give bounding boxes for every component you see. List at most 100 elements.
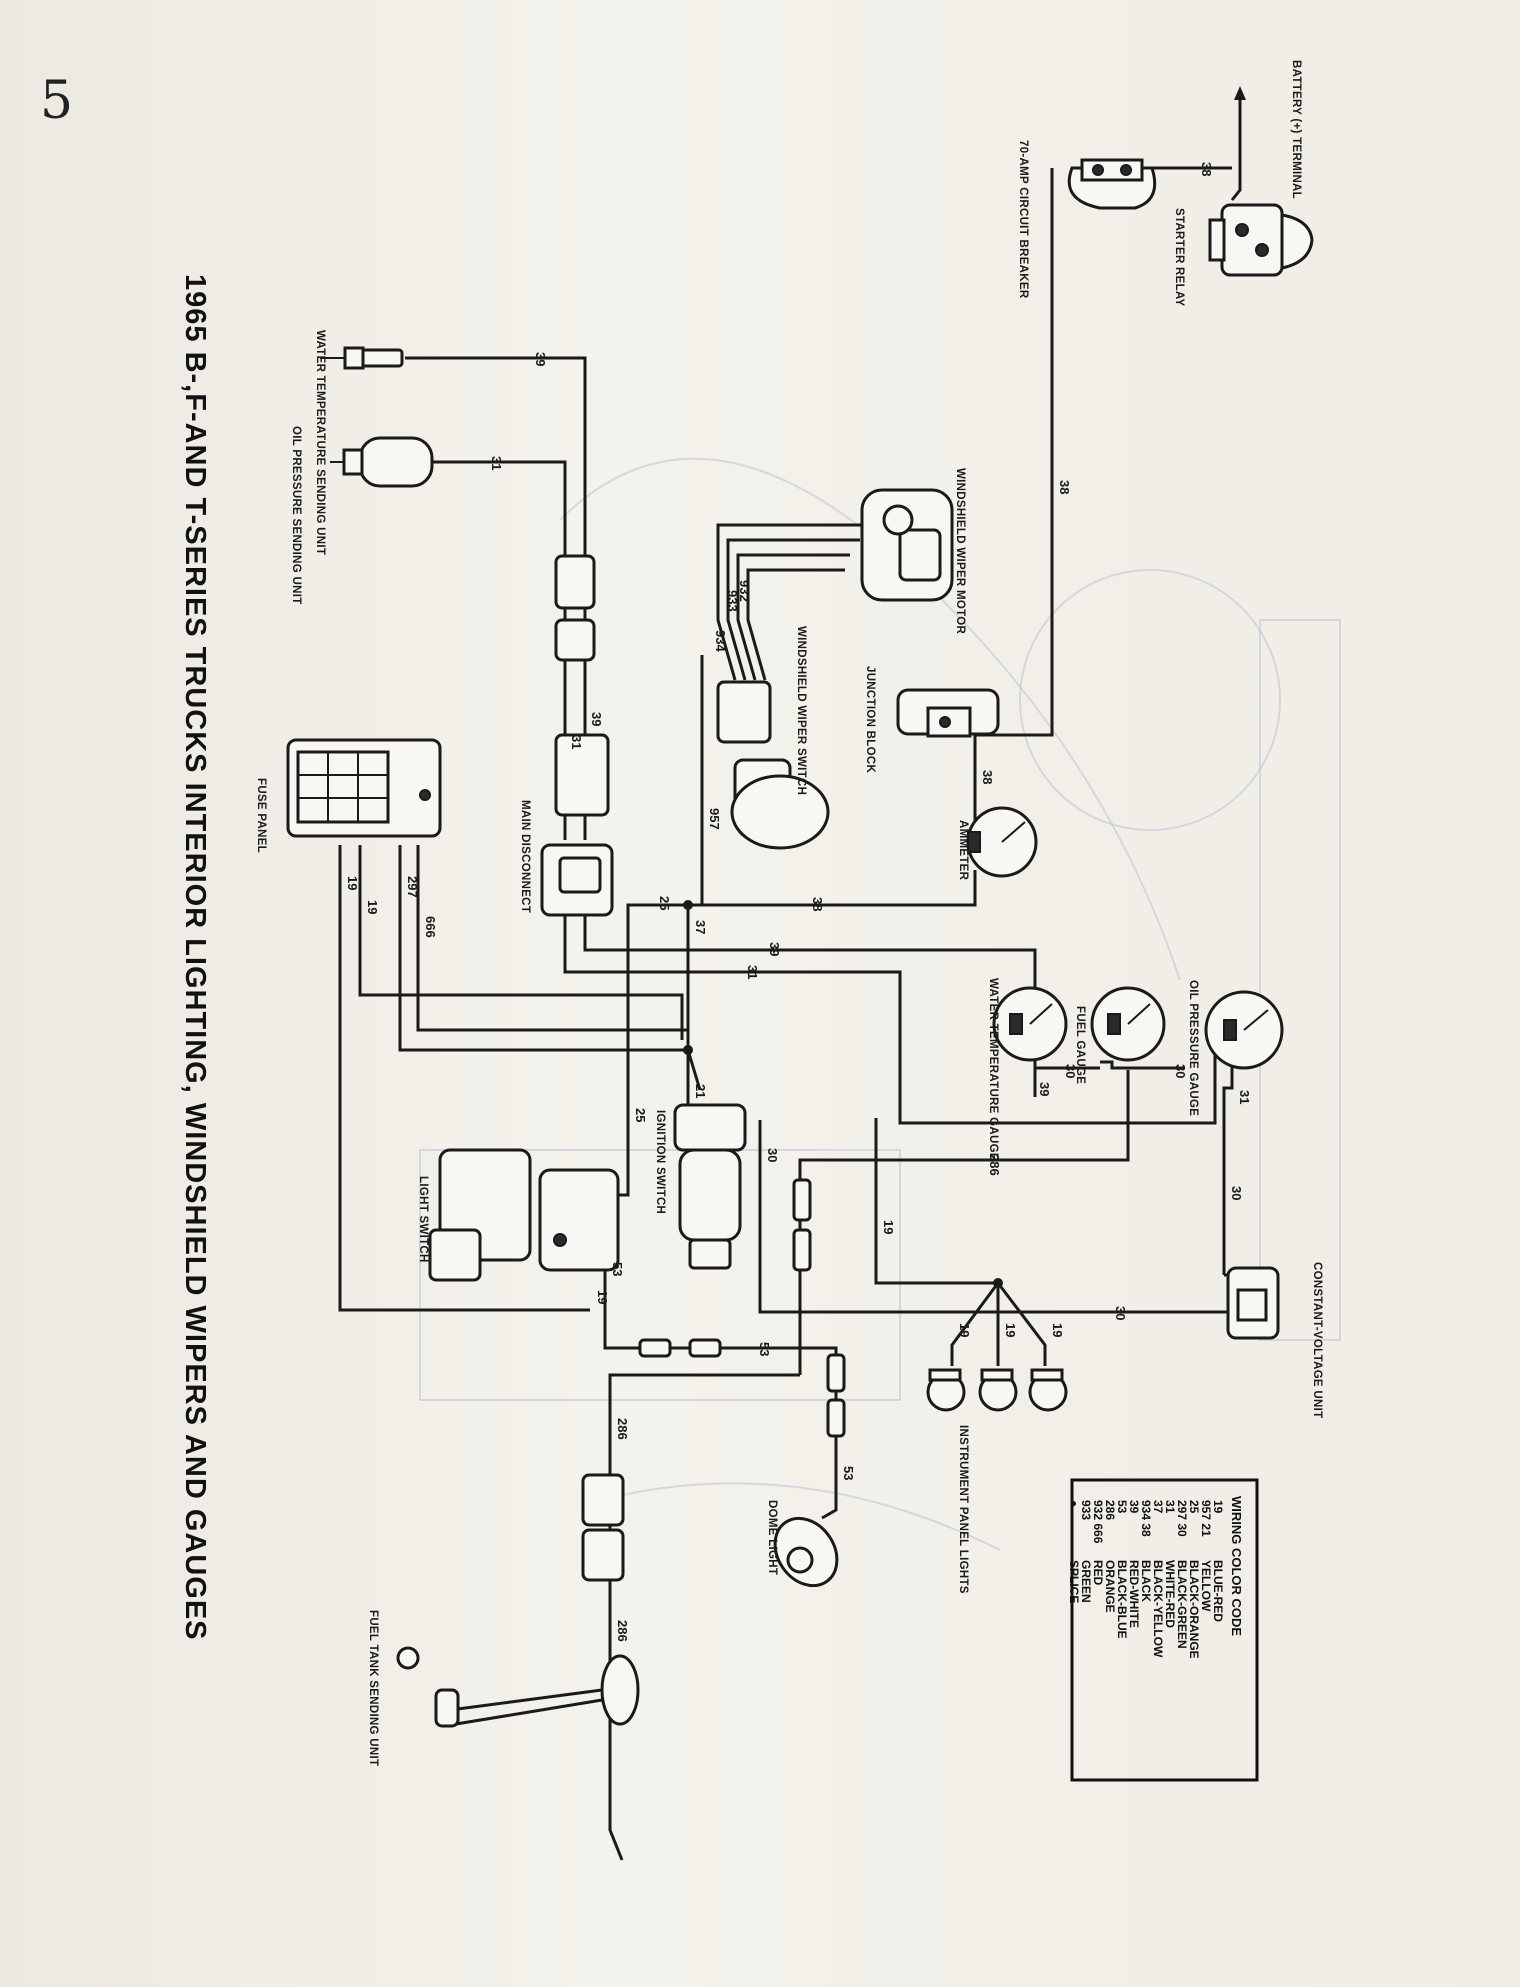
wire-31: 31	[489, 456, 504, 470]
ignition-switch	[673, 1103, 747, 1270]
wire-30: 30	[765, 1148, 780, 1162]
legend-code: 37	[1151, 1500, 1165, 1514]
legend-color: SPLICE	[1067, 1560, 1081, 1603]
legend-color: GREEN	[1079, 1560, 1093, 1603]
wire-38: 38	[810, 897, 825, 911]
legend-code: 53	[1115, 1500, 1129, 1514]
oil-pressure-sender-label: OIL PRESSURE SENDING UNIT	[290, 426, 302, 605]
water-temp-sender	[320, 346, 404, 370]
wire-39: 39	[533, 352, 548, 366]
legend-color: BLACK-YELLOW	[1151, 1560, 1165, 1658]
wire-934: 934	[713, 630, 728, 652]
wire-53: 53	[841, 1466, 856, 1480]
wire-39: 39	[1037, 1082, 1052, 1096]
fuse-panel-label: FUSE PANEL	[255, 778, 267, 853]
legend-color: ORANGE	[1103, 1560, 1117, 1613]
wire-38: 38	[1057, 480, 1072, 494]
wire-38: 38	[980, 770, 995, 784]
wire-297: 297	[405, 876, 420, 898]
wire-19: 19	[1003, 1323, 1018, 1337]
main-disconnect	[540, 733, 614, 917]
legend-color: BLUE-RED	[1211, 1560, 1225, 1622]
legend-code: 286	[1103, 1500, 1117, 1520]
dome-light	[773, 1516, 839, 1588]
legend-code: 25	[1187, 1500, 1201, 1514]
wire-31: 31	[569, 735, 584, 749]
wire-53: 53	[757, 1342, 772, 1356]
wire-37: 37	[693, 920, 708, 934]
wire-31: 31	[1237, 1090, 1252, 1104]
splice-dot	[993, 1278, 1003, 1288]
junction-block	[896, 688, 1000, 738]
wire-19: 19	[345, 876, 360, 890]
page-number: 5	[40, 71, 73, 131]
splice-dot	[683, 1045, 693, 1055]
wire-286: 286	[615, 1620, 630, 1642]
battery-terminal-label: BATTERY (+) TERMINAL	[1290, 60, 1302, 199]
splice-dot	[683, 900, 693, 910]
wire-21: 21	[693, 1084, 708, 1098]
wire-932: 932	[737, 580, 752, 602]
legend-color: RED	[1091, 1560, 1105, 1586]
wire-19: 19	[881, 1220, 896, 1234]
legend-code: 297 30	[1175, 1500, 1189, 1537]
wire-286: 286	[987, 1154, 1002, 1176]
main-disconnect-label: MAIN DISCONNECT	[519, 800, 531, 913]
water-temp-gauge	[992, 986, 1068, 1062]
wiper-motor	[860, 488, 954, 602]
panel-lights-label: INSTRUMENT PANEL LIGHTS	[957, 1425, 969, 1594]
wiper-motor-label: WINDSHIELD WIPER MOTOR	[954, 468, 966, 635]
wire-25: 25	[633, 1108, 648, 1122]
sender-connectors	[554, 554, 596, 662]
legend-code: 957 21	[1199, 1500, 1213, 1537]
circuit-breaker-label: 70-AMP CIRCUIT BREAKER	[1017, 140, 1029, 299]
instrument-panel-lights	[926, 1368, 1068, 1412]
wire-31: 31	[745, 965, 760, 979]
oil-pressure-gauge	[1204, 990, 1284, 1070]
legend-code: 31	[1163, 1500, 1177, 1514]
constant-voltage-unit	[1226, 1266, 1280, 1340]
oil-pressure-gauge-label: OIL PRESSURE GAUGE	[1187, 980, 1199, 1116]
ignition-switch-label: IGNITION SWITCH	[654, 1110, 666, 1214]
splices	[683, 900, 1003, 1288]
fuse-panel	[286, 738, 442, 838]
legend-code: 19	[1211, 1500, 1225, 1514]
fuel-tank-sender-label: FUEL TANK SENDING UNIT	[367, 1610, 379, 1766]
wire-933: 933	[725, 590, 740, 612]
legend-box	[1070, 1478, 1259, 1782]
ammeter-label: AMMETER	[957, 820, 969, 881]
wire-53: 53	[610, 1262, 625, 1276]
wire-39: 39	[589, 712, 604, 726]
fuel-gauge	[1090, 986, 1166, 1062]
legend-color: WHITE-RED	[1163, 1560, 1177, 1628]
wire-19: 19	[365, 900, 380, 914]
wire-30: 30	[1229, 1186, 1244, 1200]
legend-color: YELLOW	[1199, 1560, 1213, 1612]
wire-19: 19	[957, 1323, 972, 1337]
wiper-switch-label: WINDSHIELD WIPER SWITCH	[795, 626, 807, 795]
dome-light-label: DOME LIGHT	[766, 1500, 778, 1575]
light-switch	[428, 1148, 620, 1282]
legend-title: WIRING COLOR CODE	[1229, 1496, 1244, 1636]
wiper-switch	[716, 680, 830, 850]
ammeter	[966, 806, 1038, 878]
legend-color: BLACK-GREEN	[1175, 1560, 1189, 1649]
wire-30: 30	[1113, 1306, 1128, 1320]
wire-19: 19	[595, 1290, 610, 1304]
wires	[338, 86, 1246, 1861]
constant-voltage-unit-label: CONSTANT-VOLTAGE UNIT	[1311, 1262, 1323, 1418]
legend-color: BLACK	[1139, 1560, 1153, 1602]
wire-666: 666	[423, 916, 438, 938]
legend-color: RED-WHITE	[1127, 1560, 1141, 1628]
fuel-tank-sender	[396, 1646, 640, 1728]
wire-39: 39	[767, 942, 782, 956]
light-switch-label: LIGHT SWITCH	[417, 1176, 429, 1263]
wire-38: 38	[1199, 162, 1214, 176]
circuit-breaker	[1067, 158, 1157, 210]
legend-code: 39	[1127, 1500, 1141, 1514]
legend-color: BLACK-BLUE	[1115, 1560, 1129, 1639]
wire-25: 25	[657, 896, 672, 910]
legend-code: 933	[1079, 1500, 1093, 1520]
